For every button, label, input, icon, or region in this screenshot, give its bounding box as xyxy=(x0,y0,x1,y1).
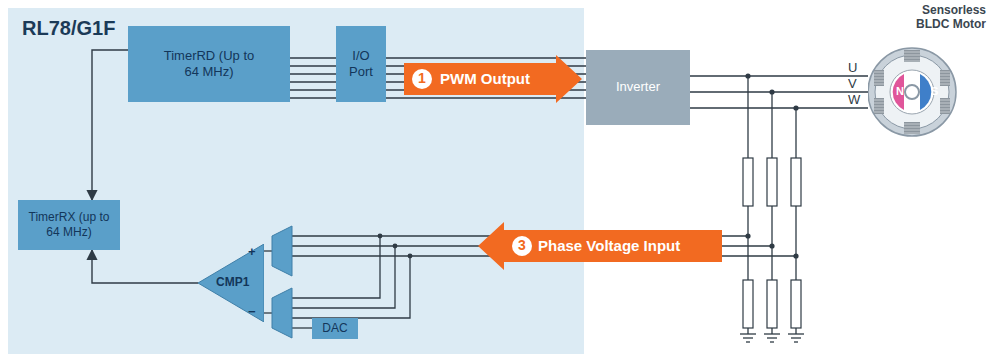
callout-circle xyxy=(412,69,432,89)
magnet-pole: S xyxy=(931,85,938,98)
callout-number: 3 xyxy=(512,237,532,254)
callout-circle xyxy=(512,236,532,256)
callout-number: 1 xyxy=(412,70,432,87)
motor-heading: Sensorless BLDC Motor xyxy=(900,4,986,32)
phase-name: W xyxy=(848,92,860,108)
bldc-motor: Sensorless BLDC Motor xyxy=(868,0,990,140)
chip-title: RL78/G1F xyxy=(22,16,115,41)
inverter-box: Inverter xyxy=(586,50,690,125)
phase-block-arrow xyxy=(478,222,722,270)
block-label: TimerRD (Up to 64 MHz) xyxy=(159,48,259,81)
connector xyxy=(92,50,128,200)
block-box: TimerRD (Up to 64 MHz) xyxy=(128,26,290,102)
divider-wires xyxy=(262,76,796,334)
multiplexer xyxy=(272,226,292,276)
block-box: DAC xyxy=(312,318,358,339)
pwm-block-arrow xyxy=(404,55,582,103)
chip-panel-ground xyxy=(8,8,584,354)
connector xyxy=(92,250,198,283)
block-box: I/O Port xyxy=(336,26,386,102)
signal-arrow-label: Phase Voltage Input xyxy=(538,237,680,255)
block-label: I/O Port xyxy=(341,48,381,81)
magnet-pole: N xyxy=(896,85,904,98)
input-sign: − xyxy=(248,304,256,320)
comparator-label: CMP1 xyxy=(216,275,249,290)
input-sign: + xyxy=(248,244,256,260)
multiplexer xyxy=(272,288,292,338)
connector xyxy=(290,58,336,98)
phase-name: V xyxy=(848,76,857,92)
block-label: Inverter xyxy=(616,79,660,95)
block-label: DAC xyxy=(322,321,347,336)
block-box: TimerRX (up to 64 MHz) xyxy=(18,200,120,250)
chip-panel: RL78/G1F TimerRD (Up to 64 MHz) I/O PortTi… xyxy=(8,8,584,354)
resistor-symbol xyxy=(743,158,801,328)
connector xyxy=(690,76,868,108)
phase-name: U xyxy=(848,60,857,76)
ground-symbol xyxy=(740,334,804,342)
signal-arrow-label: PWM Output xyxy=(440,70,530,88)
block-label: TimerRX (up to 64 MHz) xyxy=(25,210,113,240)
